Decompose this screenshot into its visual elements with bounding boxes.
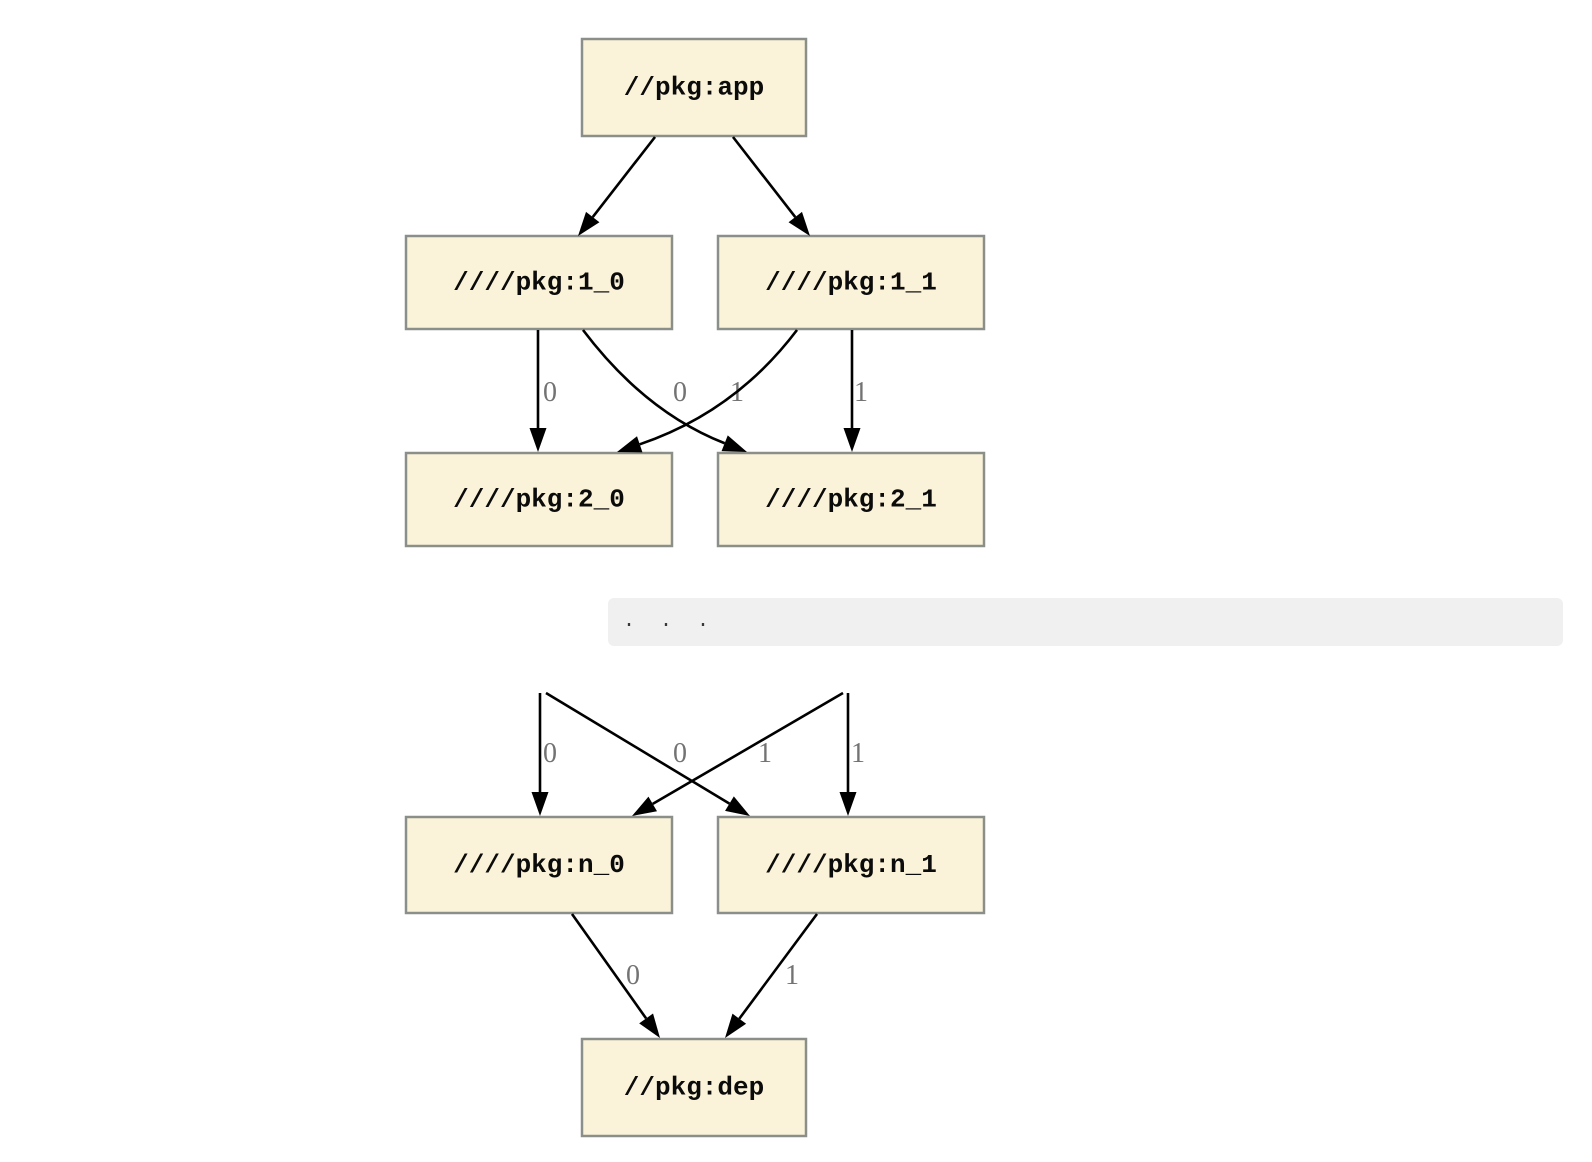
graph-node-label-n_0: ////pkg:n_0 — [453, 850, 625, 880]
edge-arrowhead-icon-dots-to-n_1-cross — [725, 796, 750, 816]
graph-node-app — [580, 37, 808, 138]
edge-arrowhead-icon-1_0-to-2_0 — [529, 428, 547, 452]
graph-node-2_1 — [716, 451, 986, 548]
edge-dots-to-n_1-cross — [545, 691, 731, 805]
edge-arrowhead-icon-dots-to-n_0-cross — [632, 796, 658, 816]
graph-node-1_1 — [716, 234, 986, 331]
edge-1_0-to-2_1 — [581, 329, 726, 445]
graph-node-label-dep: //pkg:dep — [624, 1073, 764, 1103]
edge-arrowhead-icon-1_1-to-2_0 — [617, 436, 643, 453]
graph-node-label-2_1: ////pkg:2_1 — [765, 485, 937, 515]
edge-arrowhead-icon-1_0-to-2_1 — [721, 435, 747, 452]
graph-node-label-app: //pkg:app — [624, 73, 764, 103]
graph-node-n_0 — [404, 815, 674, 915]
edge-label-n_1-to-dep: 1 — [785, 960, 799, 991]
ellipsis-code-block: . . . — [608, 598, 1563, 646]
edge-label-dots-to-n_0-straight: 0 — [543, 738, 557, 769]
edge-arrowhead-icon-dots-to-n_1-straight — [839, 792, 857, 816]
edge-label-dots-to-n_0-cross: 0 — [673, 738, 687, 769]
ellipsis-text: . . . — [623, 610, 710, 633]
edge-arrowhead-icon-n_1-to-dep — [725, 1013, 747, 1038]
graph-node-1_0 — [404, 234, 674, 331]
graph-node-2_0 — [404, 451, 674, 548]
graph-node-label-1_0: ////pkg:1_0 — [453, 268, 625, 298]
edge-1_1-to-2_0 — [639, 329, 799, 446]
edge-label-1_1-to-2_0: 0 — [673, 377, 687, 408]
edge-n_0-to-dep — [570, 913, 648, 1020]
edge-label-n_0-to-dep: 0 — [626, 960, 640, 991]
edge-label-dots-to-n_1-straight: 1 — [851, 738, 865, 769]
edge-app-to-1_1 — [731, 136, 797, 218]
graph-node-dep — [580, 1037, 808, 1138]
graph-node-n_1 — [716, 815, 986, 915]
edge-label-dots-to-n_1-cross: 1 — [758, 738, 772, 769]
edge-label-1_0-to-2_0: 0 — [543, 377, 557, 408]
edge-dots-to-n_0-cross — [652, 691, 844, 806]
edge-arrowhead-icon-1_1-to-2_1 — [843, 428, 861, 452]
edge-arrowhead-icon-app-to-1_1 — [788, 211, 810, 236]
graph-node-label-1_1: ////pkg:1_1 — [765, 268, 937, 298]
edge-arrowhead-icon-dots-to-n_0-straight — [531, 792, 549, 816]
edge-label-1_1-to-2_1: 1 — [854, 377, 868, 408]
graph-node-label-n_1: ////pkg:n_1 — [765, 850, 937, 880]
edge-app-to-1_0 — [591, 136, 657, 218]
edge-arrowhead-icon-app-to-1_0 — [578, 211, 600, 236]
edge-arrowhead-icon-n_0-to-dep — [639, 1013, 660, 1038]
edge-n_1-to-dep — [738, 913, 819, 1020]
graph-node-label-2_0: ////pkg:2_0 — [453, 485, 625, 515]
